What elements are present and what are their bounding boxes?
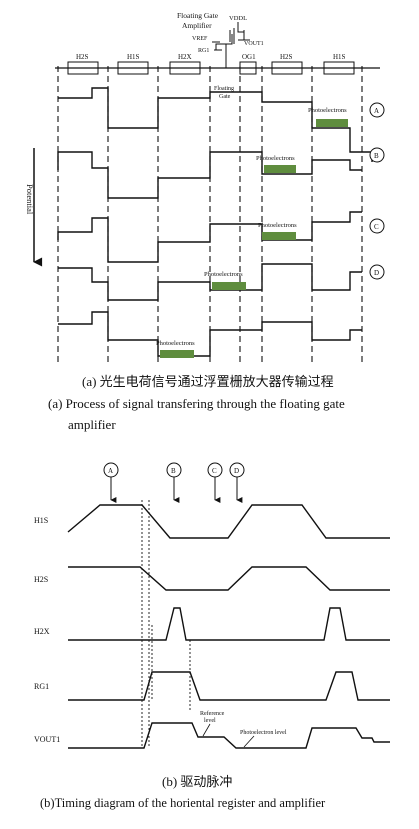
vout-annotations: Reference level Photoelectron level	[200, 710, 287, 748]
gate-h1s-1	[117, 61, 149, 75]
waveform-h2x	[68, 607, 390, 641]
signal-label-vout1: VOUT1	[34, 735, 60, 744]
timing-marker-label: A	[108, 467, 113, 475]
potential-axis: Potential	[25, 148, 43, 267]
gate-label: H2X	[178, 53, 192, 61]
vout-label: VOUT1	[244, 41, 264, 47]
amplifier-wiring	[212, 22, 250, 68]
amplifier-title-line2: Amplifier	[182, 21, 212, 30]
well-row-e	[58, 311, 362, 357]
gate-label: H1S	[127, 53, 140, 61]
gate-label: OG1	[242, 53, 256, 61]
gate-label: H2S	[280, 53, 293, 61]
timing-marker-label: C	[212, 467, 217, 475]
vref-label: VREF	[192, 36, 208, 42]
caption-a-english: (a) Process of signal transfering throug…	[48, 393, 368, 435]
packet-row-a	[316, 119, 348, 127]
photoelectron-level-label: Photoelectron level	[240, 730, 287, 736]
gate-labels: H2S H1S H2X OG1 H2S H1S Floating Gate	[76, 53, 346, 100]
marker-circle	[369, 264, 385, 280]
potential-label: Potential	[25, 184, 35, 215]
timing-guides	[141, 500, 191, 748]
reference-level-label: Reference	[200, 710, 225, 717]
row-markers: A B C D	[369, 102, 385, 280]
signal-label-h1s: H1S	[34, 516, 48, 525]
rg-label: RG1	[198, 48, 209, 54]
photo-label: Photoelectrons	[258, 222, 297, 229]
signal-label-h2s: H2S	[34, 575, 48, 584]
gate-h2s-2	[271, 61, 303, 75]
gate-label: H2S	[76, 53, 89, 61]
amplifier-schematic: Floating Gate Amplifier VDDL VREF RG1 VO…	[177, 11, 264, 68]
gate-h1s-2	[323, 61, 355, 75]
waveforms	[67, 504, 390, 749]
marker-label: B	[374, 152, 379, 160]
caption-b-english: (b)Timing diagram of the horiental regis…	[40, 796, 326, 810]
packet-row-d	[212, 282, 246, 290]
packet-row-c	[262, 232, 296, 240]
caption-a-english-line1: (a) Process of signal transfering throug…	[48, 396, 345, 411]
photo-label: Photoelectrons	[204, 271, 243, 278]
floating-gate-label: Gate	[219, 94, 231, 100]
waveform-rg1	[68, 671, 390, 701]
marker-circle	[369, 218, 385, 234]
amplifier-title-line1: Floating Gate	[177, 11, 219, 20]
marker-circle	[369, 102, 385, 118]
waveform-h1s	[67, 504, 390, 539]
gate-h2s-1	[67, 61, 99, 75]
caption-a-chinese: (a) 光生电荷信号通过浮置栅放大器传输过程	[82, 374, 334, 389]
floating-gate-label: Floating	[214, 86, 234, 92]
waveform-vout1	[68, 722, 390, 749]
caption-a-english-line2: amplifier	[68, 417, 116, 432]
timing-marker-label: D	[234, 467, 239, 475]
well-row-b	[57, 151, 362, 199]
waveform-h2s	[68, 566, 390, 591]
reference-level-label: level	[204, 718, 216, 724]
amplifier-transistor	[229, 28, 235, 44]
vdd-label: VDDL	[229, 15, 247, 22]
photo-label: Photoelectrons	[308, 107, 347, 114]
photo-label: Photoelectrons	[156, 340, 195, 347]
gate-h2x	[169, 61, 201, 75]
well-row-a	[58, 87, 373, 162]
packet-row-e	[160, 350, 194, 358]
packet-row-b	[264, 165, 296, 173]
photo-label: Photoelectrons	[256, 155, 295, 162]
marker-circle	[369, 147, 385, 163]
marker-label: C	[374, 223, 379, 231]
signal-labels: H1S H2S H2X RG1 VOUT1	[34, 516, 60, 744]
caption-b-chinese: (b) 驱动脉冲	[162, 774, 233, 789]
well-row-d	[58, 263, 362, 301]
potential-wells	[57, 87, 373, 357]
timing-markers: A B C D	[103, 462, 245, 503]
photoelectron-packets	[160, 119, 348, 358]
signal-label-h2x: H2X	[34, 627, 50, 636]
marker-label: A	[374, 107, 379, 115]
well-row-c	[57, 211, 362, 263]
photoelectron-labels: Photoelectrons Photoelectrons Photoelect…	[156, 107, 347, 347]
signal-label-rg1: RG1	[34, 682, 49, 691]
gate-label: H1S	[333, 53, 346, 61]
timing-marker-label: B	[171, 467, 176, 475]
gate-electrodes	[55, 61, 380, 75]
marker-label: D	[374, 269, 379, 277]
